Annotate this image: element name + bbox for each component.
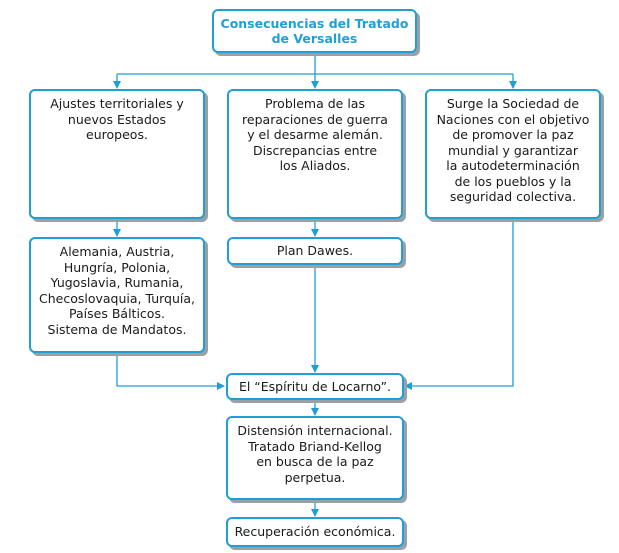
col1-mid-box: Alemania, Austria, Hungría, Polonia, Yug… — [29, 237, 205, 353]
col1-mid-text: Alemania, Austria, Hungría, Polonia, Yug… — [38, 244, 196, 337]
title-text: Consecuencias del Tratado de Versalles — [220, 15, 409, 47]
col1-top-text: Ajustes territoriales y nuevos Estados e… — [50, 96, 184, 142]
col2-top-text: Problema de las reparaciones de guerra y… — [242, 96, 388, 173]
col2-top-box: Problema de las reparaciones de guerra y… — [227, 89, 403, 219]
recuperacion-box: Recuperación económica. — [226, 517, 404, 547]
dawes-box: Plan Dawes. — [227, 237, 403, 265]
arrow-col1-to-locarno — [116, 353, 225, 390]
recuperacion-text: Recuperación económica. — [234, 524, 396, 540]
arrow-col3-to-locarno — [404, 219, 514, 390]
locarno-box: El “Espíritu de Locarno”. — [226, 373, 404, 400]
dawes-text: Plan Dawes. — [276, 243, 354, 259]
distension-text: Distensión internacional. Tratado Briand… — [237, 423, 393, 485]
col3-top-box: Surge la Sociedad de Naciones con el obj… — [425, 89, 601, 219]
locarno-text: El “Espíritu de Locarno”. — [238, 378, 392, 394]
title-box: Consecuencias del Tratado de Versalles — [212, 9, 417, 53]
col1-top-box: Ajustes territoriales y nuevos Estados e… — [29, 89, 205, 219]
distension-box: Distensión internacional. Tratado Briand… — [226, 416, 404, 500]
col3-top-text: Surge la Sociedad de Naciones con el obj… — [436, 96, 590, 204]
